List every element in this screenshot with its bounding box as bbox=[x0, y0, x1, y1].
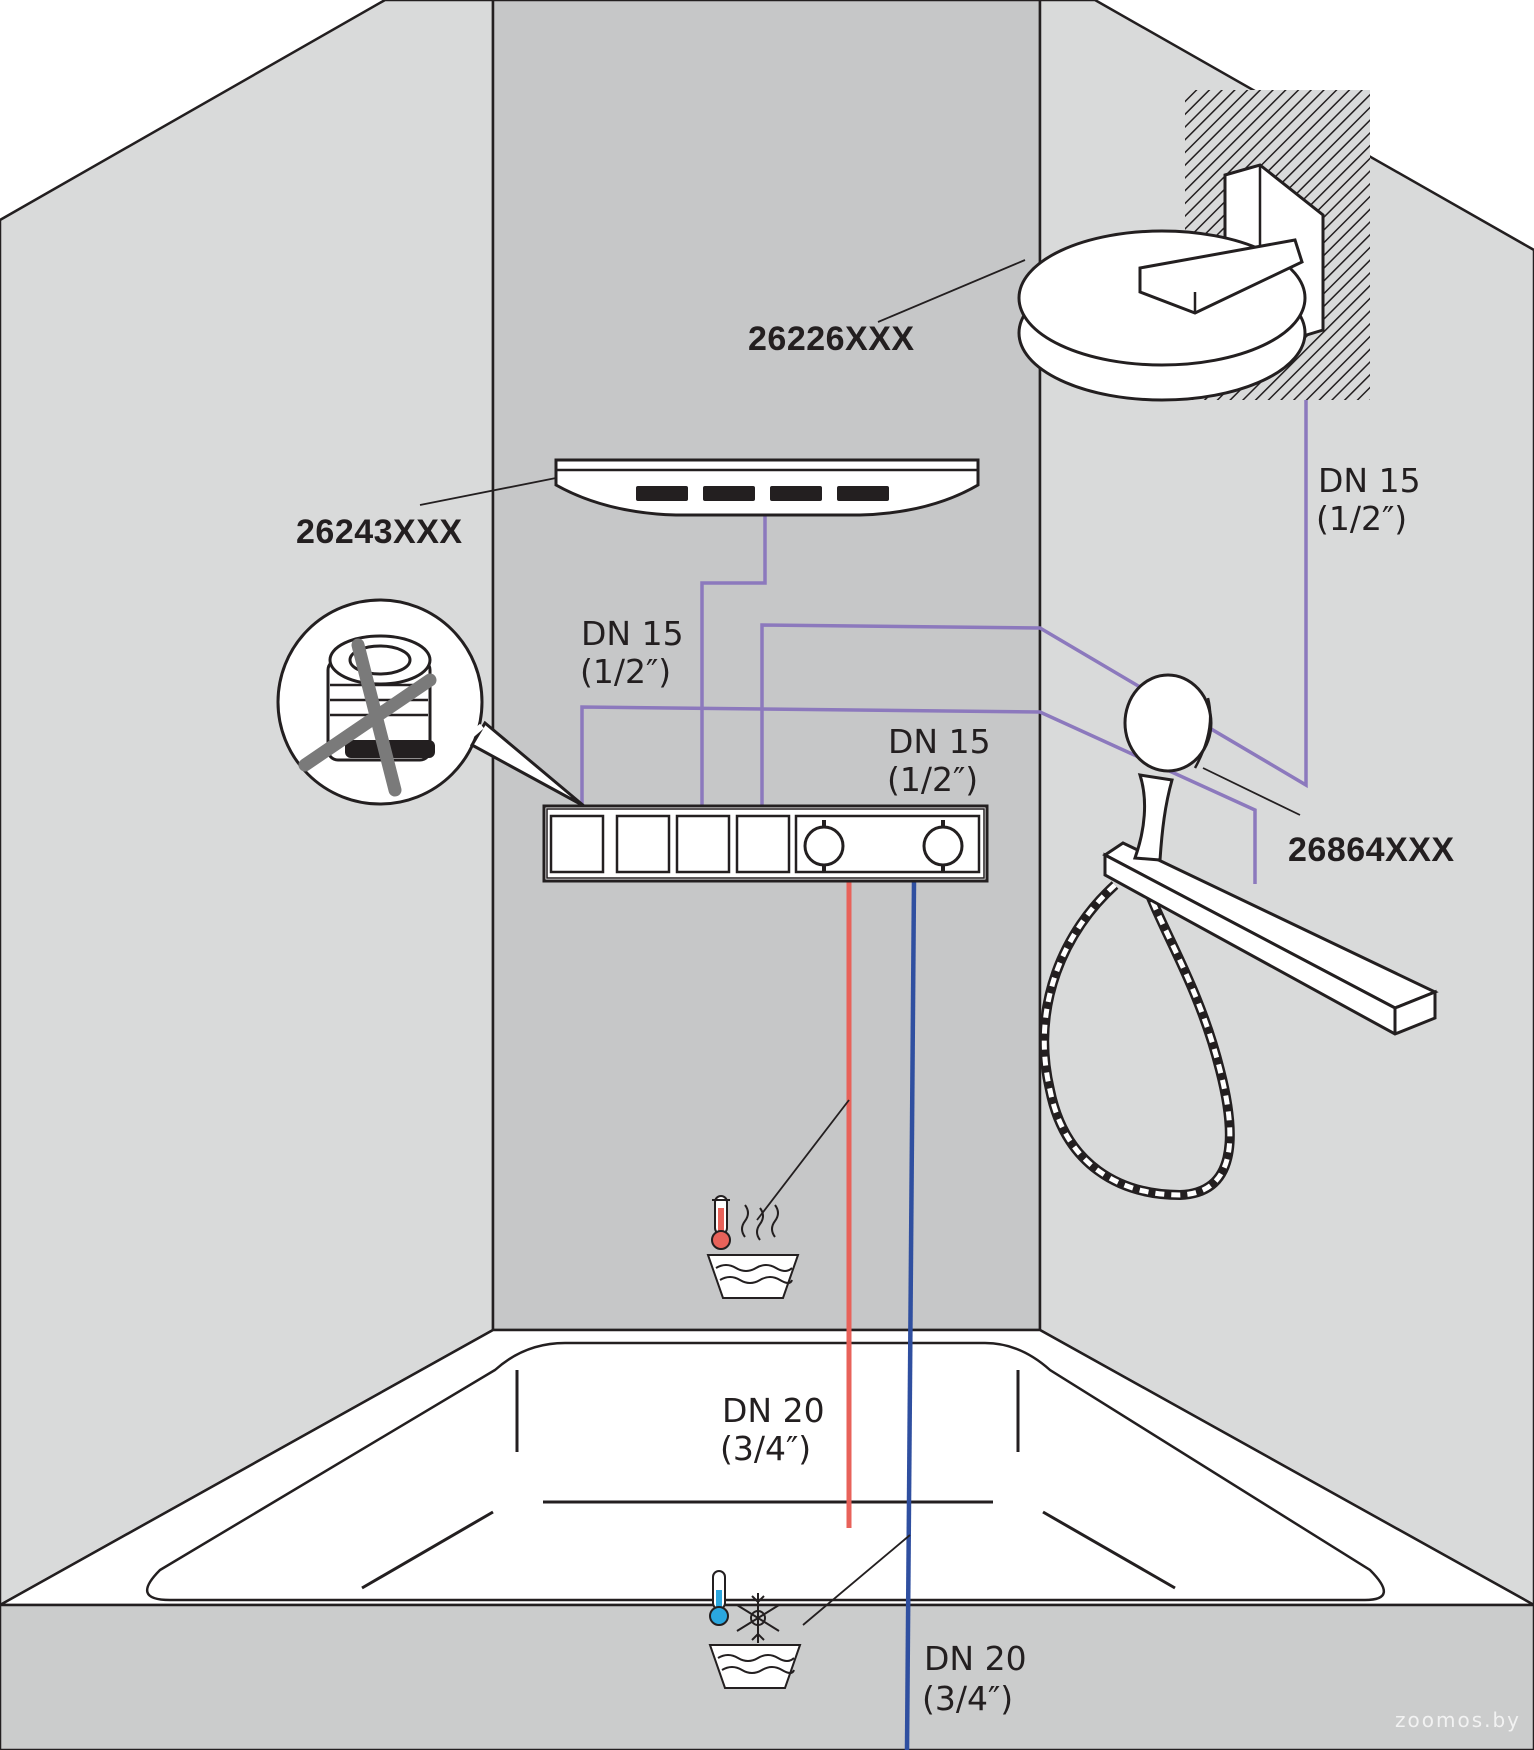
leader-lines bbox=[419, 259, 1301, 1626]
back-wall bbox=[491, 0, 1042, 1332]
overhead-shower-bar bbox=[554, 458, 980, 517]
pipe-size-center-inch: (1/2″) bbox=[887, 760, 978, 799]
crossed-out-fitting-icon bbox=[298, 634, 437, 797]
pipe-size-right-dn: DN 15 bbox=[1318, 461, 1421, 500]
pipe-left-outlet bbox=[580, 705, 1257, 884]
thermometer-hot-water-icon bbox=[706, 1195, 800, 1299]
thermometer-snowflake-cold-water-icon bbox=[708, 1570, 802, 1689]
pipe-size-hot-inch: (3/4″) bbox=[720, 1429, 811, 1468]
spray-nozzle bbox=[770, 486, 822, 501]
label-overhead-shower: 26243XXX bbox=[296, 513, 463, 551]
shower-arm bbox=[1138, 238, 1304, 315]
overhead-shower-body bbox=[554, 458, 980, 517]
label-hand-shower: 26864XXX bbox=[1288, 831, 1455, 869]
watermark: zoomos.by bbox=[1395, 1708, 1521, 1732]
hand-shower-handle bbox=[1132, 773, 1174, 862]
pipe-size-left-dn: DN 15 bbox=[581, 614, 684, 653]
panel-button bbox=[615, 814, 671, 874]
spray-nozzle bbox=[636, 486, 688, 501]
panel-button bbox=[735, 814, 791, 874]
label-rain-shower: 26226XXX bbox=[748, 320, 915, 358]
pipe-size-cold-inch: (3/4″) bbox=[922, 1679, 1013, 1718]
leader-rain-shower bbox=[877, 259, 1026, 323]
panel-button bbox=[549, 814, 605, 874]
leader-overhead-shower bbox=[419, 477, 557, 506]
panel-button bbox=[675, 814, 731, 874]
detail-callout bbox=[276, 598, 585, 808]
leader-hot-supply bbox=[756, 1099, 850, 1221]
spray-nozzle bbox=[837, 486, 889, 501]
pipe-cold-supply bbox=[904, 880, 917, 1750]
pipe-size-hot-dn: DN 20 bbox=[722, 1391, 825, 1430]
tub-basin bbox=[145, 1341, 1385, 1602]
thermostat-control-panel bbox=[542, 804, 989, 883]
hand-shower-set bbox=[1039, 673, 1439, 1201]
pipe-size-center-dn: DN 15 bbox=[888, 722, 991, 761]
left-wall bbox=[0, 0, 495, 1607]
supply-pipes bbox=[580, 361, 1308, 1750]
callout-pointer bbox=[469, 720, 585, 808]
leader-hand-shower bbox=[1202, 767, 1301, 816]
pipe-overhead-shower bbox=[700, 515, 767, 806]
pipe-size-cold-dn: DN 20 bbox=[924, 1639, 1027, 1678]
pipe-size-left-inch: (1/2″) bbox=[580, 652, 671, 691]
pipe-size-right-inch: (1/2″) bbox=[1316, 499, 1407, 538]
pipe-hand-shower bbox=[760, 361, 1308, 806]
leader-cold-supply bbox=[802, 1534, 911, 1626]
temperature-knob bbox=[803, 825, 845, 867]
rain-shower-head bbox=[1017, 90, 1370, 402]
volume-knob bbox=[922, 825, 964, 867]
hand-shower-head bbox=[1123, 673, 1213, 773]
spray-nozzle bbox=[703, 486, 755, 501]
